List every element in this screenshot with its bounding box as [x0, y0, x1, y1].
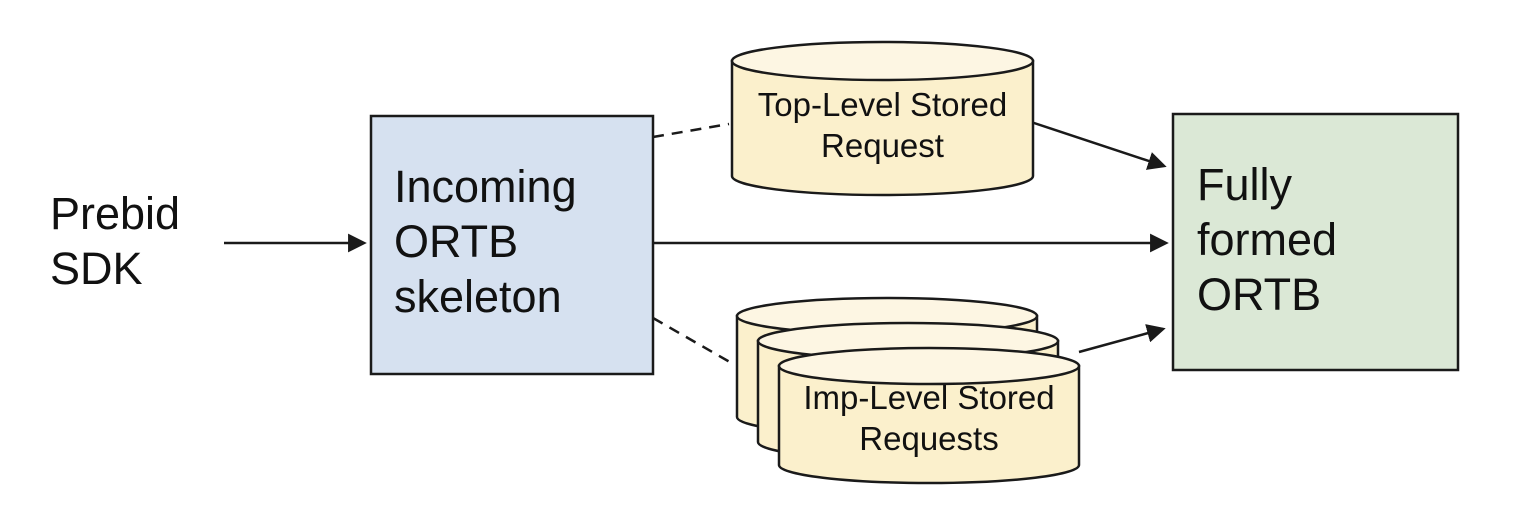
- imp-level-stored-requests-label: Imp-Level Stored Requests: [803, 379, 1055, 457]
- cylinder-body-front: [777, 364, 1081, 485]
- incoming-ortb-node: [369, 114, 655, 376]
- dashed-link-incoming-to-imp-stored: [652, 316, 736, 367]
- incoming-ortb-label: Incoming ORTB skeleton: [394, 161, 577, 322]
- fully-formed-ortb-label: Fully formed ORTB: [1197, 159, 1338, 320]
- fully-formed-ortb-node: [1171, 112, 1460, 372]
- arrow-imp-stored-to-fully-formed: [1078, 324, 1166, 354]
- cylinder-top: [730, 40, 1035, 82]
- cylinder-top-front: [777, 346, 1081, 386]
- dashed-link-incoming-to-top-stored: [652, 122, 730, 139]
- imp-level-stored-requests-cylinder-stack: [735, 296, 1081, 485]
- top-level-stored-request-cylinder: [730, 40, 1035, 197]
- top-level-stored-request-label: Top-Level Stored Request: [757, 86, 1008, 164]
- cylinder-body: [730, 59, 1035, 197]
- arrow-top-stored-to-fully-formed: [1027, 119, 1167, 170]
- prebid-sdk-label: Prebid SDK: [50, 188, 181, 294]
